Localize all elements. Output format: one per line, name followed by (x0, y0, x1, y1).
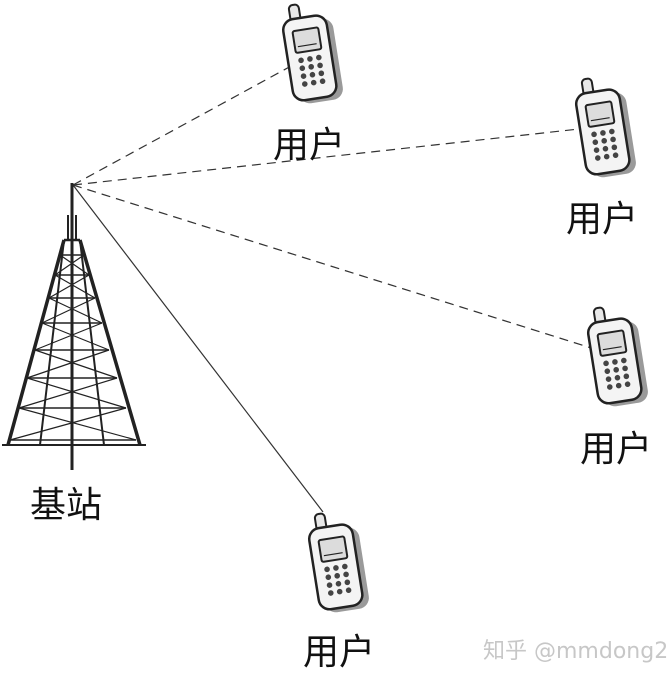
tower-icon (2, 183, 146, 470)
link-user-2 (72, 127, 589, 186)
phone-user-3 (583, 300, 651, 411)
label-user-4: 用户 (303, 632, 376, 673)
phone-user-4 (304, 506, 372, 617)
label-base-station: 基站 (30, 485, 103, 526)
label-user-1: 用户 (273, 125, 346, 166)
phone-user-1 (278, 0, 346, 108)
label-user-3: 用户 (580, 429, 653, 470)
link-user-1 (72, 64, 294, 186)
signal-links (72, 64, 605, 513)
link-user-3 (72, 184, 605, 353)
phone-user-2 (571, 71, 639, 182)
link-user-4 (72, 184, 324, 513)
watermark-text: 知乎 @mmdong2 (483, 639, 668, 664)
label-user-2: 用户 (566, 199, 639, 240)
